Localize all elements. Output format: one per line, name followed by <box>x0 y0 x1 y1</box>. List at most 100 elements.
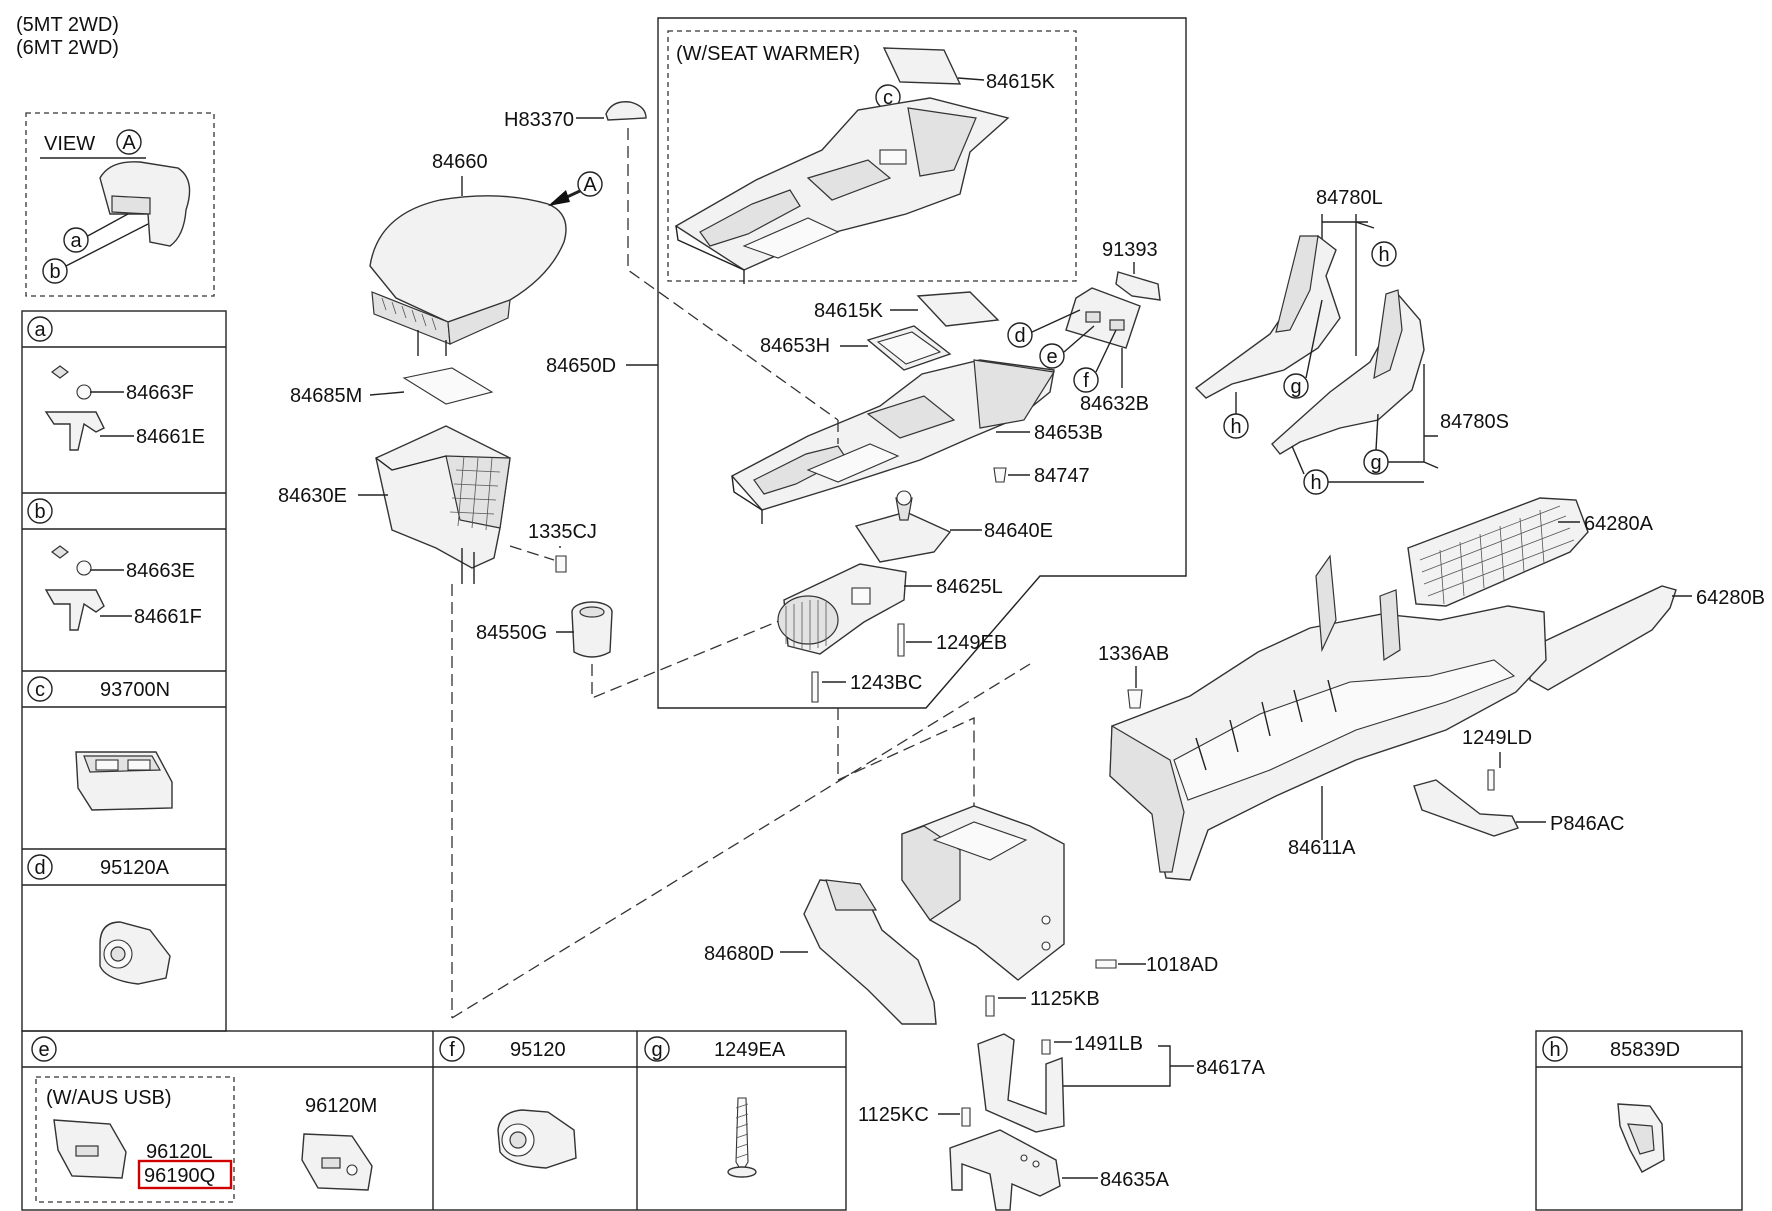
legend-a-marker <box>27 316 53 342</box>
part-84625L: 84625L <box>936 576 1003 598</box>
part-84640E: 84640E <box>984 520 1053 542</box>
part-95120: 95120 <box>510 1039 566 1061</box>
clip-bracket-icon <box>44 411 105 451</box>
svg-text:h: h <box>1310 472 1321 494</box>
svg-text:e: e <box>38 1039 49 1061</box>
part-84663E: 84663E <box>126 560 195 582</box>
part-H83370: H83370 <box>504 109 574 131</box>
trim-cover-84680D-icon <box>803 879 937 1025</box>
view-letter: A <box>122 132 136 154</box>
svg-text:A: A <box>583 174 597 196</box>
clip-1335CJ-icon <box>555 555 567 573</box>
console-tray-seat-warmer-icon <box>674 97 1010 284</box>
part-84650D: 84650D <box>546 355 616 377</box>
cupholder-84625L-icon <box>777 563 907 655</box>
legend-g-marker <box>644 1036 670 1062</box>
upper-console-frame: (W/SEAT WARMER) <box>657 17 1187 709</box>
part-96120M: 96120M <box>305 1095 377 1117</box>
part-84661F: 84661F <box>134 606 202 628</box>
svg-text:g: g <box>651 1039 662 1061</box>
spring-nut-icon <box>51 545 92 576</box>
screw-1018AD-icon <box>1095 959 1117 969</box>
svg-text:h: h <box>1230 416 1241 438</box>
callout-f <box>1073 367 1099 393</box>
clip-bracket-icon <box>44 589 105 631</box>
screw-1243BC-icon <box>811 671 819 703</box>
svg-text:c: c <box>35 679 45 701</box>
bracket-84617A-icon <box>977 1033 1065 1133</box>
variant-header: (5MT 2WD) (6MT 2WD) <box>16 14 119 59</box>
part-96120L: 96120L <box>146 1141 213 1163</box>
legend-b-marker <box>27 498 53 524</box>
legend-bottom-row: e (W/AUS USB) 96120L 96190Q 96120M f 951… <box>21 1030 847 1211</box>
legend-d-marker <box>27 854 53 880</box>
view-label: VIEW <box>44 133 95 155</box>
callout-g-1 <box>1283 373 1309 399</box>
part-84680D: 84680D <box>704 943 774 965</box>
svg-text:e: e <box>1046 346 1057 368</box>
part-84653H: 84653H <box>760 335 830 357</box>
legend-h-marker <box>1542 1036 1568 1062</box>
svg-text:h: h <box>1549 1039 1560 1061</box>
outlet-socket-icon <box>497 1109 577 1169</box>
legend-h-panel: h 85839D <box>1535 1030 1743 1211</box>
main-console-84611A-icon <box>1109 554 1547 881</box>
bracket-84635A-icon <box>949 1129 1061 1211</box>
part-84685M: 84685M <box>290 385 362 407</box>
callout-d <box>1007 322 1033 348</box>
screw-1125KB-icon <box>985 995 995 1017</box>
part-84615K-top: 84615K <box>986 71 1056 93</box>
side-cover-84780L-icon <box>1194 234 1341 399</box>
svg-text:d: d <box>34 857 45 879</box>
svg-text:h: h <box>1378 244 1389 266</box>
screw-icon <box>727 1097 757 1178</box>
svg-text:c: c <box>883 87 893 109</box>
retainer-clip-icon <box>1617 1103 1665 1173</box>
part-93700N: 93700N <box>100 679 170 701</box>
part-95120A: 95120A <box>100 857 170 879</box>
cup-insert-84550G-icon <box>571 601 613 658</box>
variant-5mt: (5MT 2WD) <box>16 14 119 36</box>
shift-boot-84640E-icon <box>854 490 952 563</box>
part-84617A: 84617A <box>1196 1057 1266 1079</box>
screw-1249LD-icon <box>1487 769 1495 791</box>
part-84663F: 84663F <box>126 382 194 404</box>
callout-a <box>63 227 89 253</box>
callout-A <box>577 171 603 197</box>
clip-84747-icon <box>993 467 1007 483</box>
clip-1336AB-icon <box>1127 689 1143 709</box>
part-96190Q: 96190Q <box>144 1165 215 1187</box>
legend-f-marker <box>439 1036 465 1062</box>
part-1249EA: 1249EA <box>714 1039 786 1061</box>
armrest-underside-icon <box>99 161 191 247</box>
svg-text:d: d <box>1014 325 1025 347</box>
panel-64280B-icon <box>1529 585 1677 691</box>
usb-group-label: (W/AUS USB) <box>46 1087 172 1109</box>
switch-91393-icon <box>1115 271 1161 301</box>
usb-jack-icon <box>53 1119 127 1179</box>
legend-c-marker <box>27 676 53 702</box>
part-84630E: 84630E <box>278 485 347 507</box>
part-1335CJ: 1335CJ <box>528 521 597 543</box>
view-direction-arrow-icon <box>548 188 583 206</box>
usb-aux-jack-icon <box>301 1133 373 1191</box>
variant-6mt: (6MT 2WD) <box>16 37 119 59</box>
part-84611A: 84611A <box>1288 837 1356 859</box>
part-1249LD: 1249LD <box>1462 727 1532 749</box>
plate-84615K-top-icon <box>882 47 962 85</box>
view-a-panel: VIEW A a b <box>25 112 215 297</box>
screw-1249EB-icon <box>897 623 905 657</box>
part-1243BC: 1243BC <box>850 672 922 694</box>
panel-64280A-icon <box>1407 497 1589 607</box>
part-84660: 84660 <box>432 151 488 173</box>
part-1336AB: 1336AB <box>1098 643 1169 665</box>
part-64280B: 64280B <box>1696 587 1765 609</box>
callout-h-1 <box>1371 241 1397 267</box>
bracket-P846AC-icon <box>1413 779 1519 837</box>
svg-text:b: b <box>34 501 45 523</box>
part-85839D: 85839D <box>1610 1039 1680 1061</box>
svg-text:a: a <box>34 319 46 341</box>
screw-1125KC-icon <box>961 1107 971 1127</box>
bezel-84632B-icon <box>1065 287 1141 349</box>
